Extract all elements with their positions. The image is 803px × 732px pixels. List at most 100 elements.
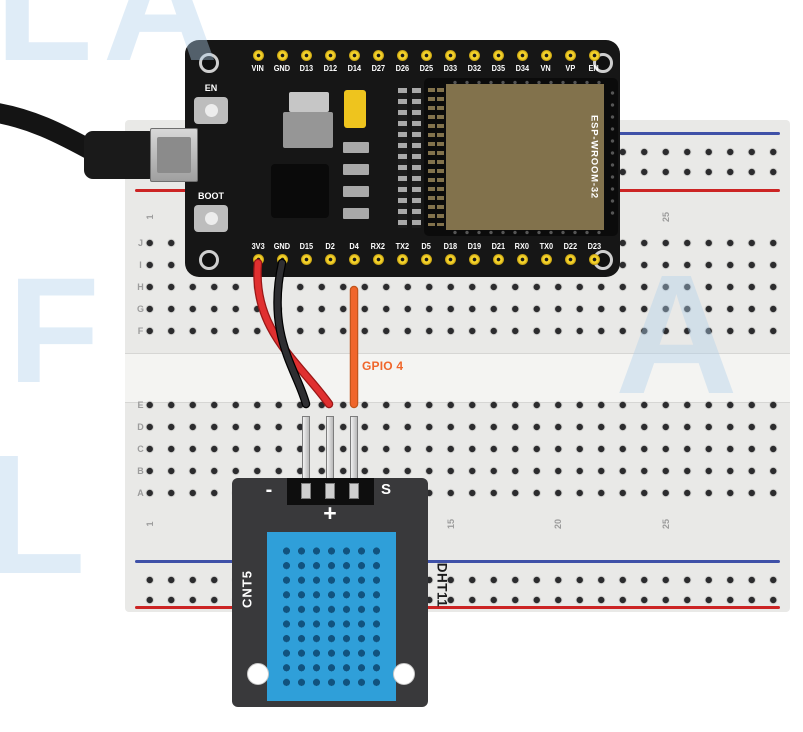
usb-chip-icon	[271, 164, 329, 218]
bottom-rail-negative-line	[135, 560, 780, 563]
pin-label: D32	[467, 64, 481, 73]
esp32-pin: VP	[558, 50, 582, 73]
esp32-pin: GND	[270, 50, 294, 73]
mount-hole-icon	[199, 53, 219, 73]
antenna-strip-icon	[437, 88, 444, 226]
pin-label: D14	[347, 64, 361, 73]
pin-hole-icon	[588, 254, 600, 265]
pin-label: D18	[443, 242, 457, 251]
pin-label: D34	[515, 64, 529, 73]
pin-label: RX0	[514, 242, 530, 251]
esp32-pin: EN	[582, 50, 606, 73]
pin-label: D15	[299, 242, 313, 251]
pin-label: D27	[371, 64, 385, 73]
row-letter: C	[137, 444, 144, 454]
esp32-pin: D18	[438, 242, 462, 265]
row-letter: B	[137, 466, 144, 476]
power-wire	[254, 260, 332, 407]
esp32-pin: VN	[534, 50, 558, 73]
dht11-signal-label: S	[380, 481, 391, 498]
esp32-pin: D21	[486, 242, 510, 265]
header-pin-icon	[325, 483, 335, 499]
esp-wroom-32-shield	[446, 84, 604, 230]
en-button-label: EN	[204, 83, 218, 93]
pin-label: EN	[588, 64, 600, 73]
dht11-name-label: DHT11	[434, 562, 450, 608]
dht11-board-label: CNT5	[239, 570, 255, 608]
esp32-pin: D32	[462, 50, 486, 73]
dht11-plus-label: +	[323, 500, 337, 526]
esp32-pin: D26	[390, 50, 414, 73]
pin-hole-icon	[252, 50, 264, 61]
pin-hole-icon	[348, 254, 360, 265]
pin-label: 3V3	[251, 242, 265, 251]
pin-label: D26	[395, 64, 409, 73]
esp32-pin: D23	[582, 242, 606, 265]
dht11-minus-label: -	[265, 479, 273, 501]
boot-button-label: BOOT	[198, 191, 224, 201]
pin-hole-icon	[540, 50, 552, 61]
pin-label: D4	[349, 242, 359, 251]
dht11-vent-grid	[279, 544, 385, 690]
mount-hole-icon	[199, 250, 219, 270]
esp32-pin: D13	[294, 50, 318, 73]
pin-hole-icon	[468, 254, 480, 265]
esp32-pin: D19	[462, 242, 486, 265]
pin-hole-icon	[468, 50, 480, 61]
pin-hole-icon	[492, 50, 504, 61]
castellation-dots	[610, 88, 615, 222]
usb-connector-slot	[157, 137, 191, 173]
esp32-pin: D12	[318, 50, 342, 73]
esp32-pin: RX2	[366, 242, 390, 265]
gpio-4-label: GPIO 4	[362, 359, 404, 373]
pin-hole-icon	[348, 50, 360, 61]
smd-component-icon	[343, 142, 369, 153]
esp32-pin: D25	[414, 50, 438, 73]
pin-hole-icon	[420, 254, 432, 265]
castellation-dots	[450, 230, 604, 235]
smd-component-icon	[343, 164, 369, 175]
capacitor-icon	[344, 90, 366, 128]
pin-label: TX0	[539, 242, 553, 251]
ground-wire	[274, 260, 309, 407]
pin-label: D23	[587, 242, 601, 251]
boot-button	[194, 205, 228, 232]
pin-hole-icon	[492, 254, 504, 265]
pin-label: RX2	[370, 242, 386, 251]
esp32-pin: D5	[414, 242, 438, 265]
smd-component-icon	[343, 186, 369, 197]
esp32-pin: D2	[318, 242, 342, 265]
antenna-strip-icon	[428, 88, 435, 226]
pin-label: D25	[419, 64, 433, 73]
pin-label: D33	[443, 64, 457, 73]
pin-label: TX2	[395, 242, 409, 251]
dht11-mount-hole-icon	[247, 663, 269, 685]
esp32-board: VIN GND D13 D12 D14 D27 D26 D25	[185, 40, 620, 277]
pin-label: D35	[491, 64, 505, 73]
pin-hole-icon	[516, 50, 528, 61]
pad-strip-icon	[398, 88, 407, 228]
pin-label: D22	[563, 242, 577, 251]
voltage-regulator-icon	[289, 92, 329, 112]
esp32-pin: RX0	[510, 242, 534, 265]
esp32-pin: D33	[438, 50, 462, 73]
row-letter: D	[137, 422, 144, 432]
pin-hole-icon	[444, 254, 456, 265]
pin-label: GND	[273, 242, 291, 251]
pin-hole-icon	[372, 254, 384, 265]
pin-label: D5	[421, 242, 431, 251]
pin-label: D19	[467, 242, 481, 251]
esp32-pin: D15	[294, 242, 318, 265]
esp32-pin: D35	[486, 50, 510, 73]
pin-hole-icon	[516, 254, 528, 265]
pin-label: D12	[323, 64, 337, 73]
pin-label: D13	[299, 64, 313, 73]
dht11-mount-hole-icon	[393, 663, 415, 685]
pin-hole-icon	[588, 50, 600, 61]
header-pin-icon	[301, 483, 311, 499]
pin-hole-icon	[372, 50, 384, 61]
usb-plug	[84, 131, 158, 179]
esp32-pin: D34	[510, 50, 534, 73]
bottom-rail-positive-line	[135, 606, 780, 609]
